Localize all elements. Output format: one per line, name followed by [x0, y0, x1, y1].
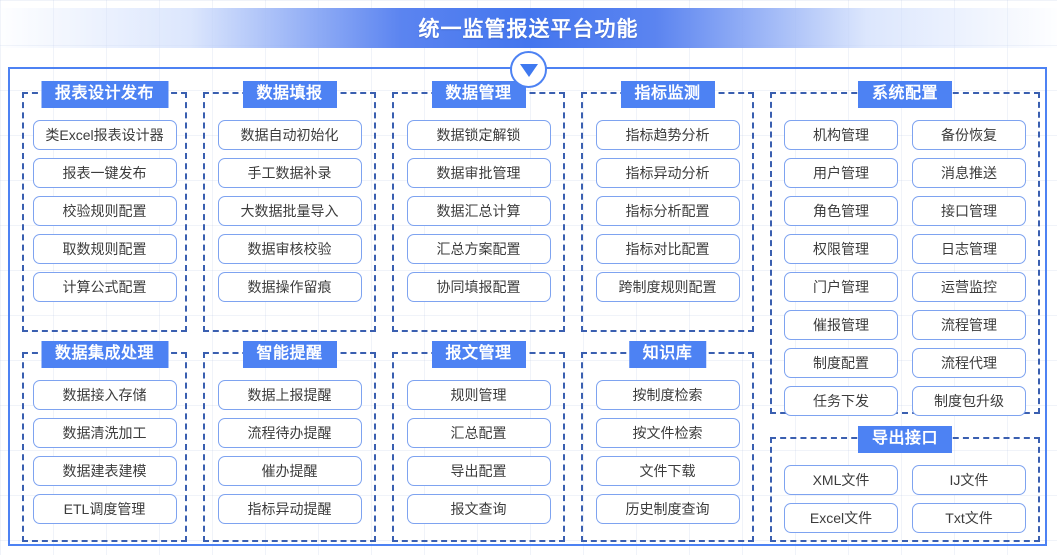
group-title: 数据填报 [242, 81, 337, 108]
group-title: 数据管理 [431, 81, 526, 108]
item-button[interactable]: 规则管理 [406, 380, 551, 410]
item-button[interactable]: 文件下载 [595, 456, 740, 486]
group-message-management: 报文管理 规则管理 汇总配置 导出配置 报文查询 [392, 341, 565, 542]
item-button[interactable]: 跨制度规则配置 [595, 272, 740, 302]
item-button[interactable]: 数据锁定解锁 [406, 120, 551, 150]
item-button[interactable]: 日志管理 [912, 234, 1026, 264]
item-button[interactable]: 取数规则配置 [32, 234, 177, 264]
group-data-management: 数据管理 数据锁定解锁 数据审批管理 数据汇总计算 汇总方案配置 协同填报配置 [392, 81, 565, 332]
item-button[interactable]: 权限管理 [784, 234, 898, 264]
item-button[interactable]: 类Excel报表设计器 [32, 120, 177, 150]
item-button[interactable]: 指标异动分析 [595, 158, 740, 188]
item-button[interactable]: 用户管理 [784, 158, 898, 188]
group-items: 规则管理 汇总配置 导出配置 报文查询 [394, 380, 563, 534]
group-items: 数据接入存储 数据清洗加工 数据建表建模 ETL调度管理 [24, 380, 185, 534]
item-button[interactable]: 数据上报提醒 [217, 380, 362, 410]
item-button[interactable]: 报文查询 [406, 494, 551, 524]
group-title: 知识库 [628, 341, 707, 368]
item-button[interactable]: 汇总方案配置 [406, 234, 551, 264]
group-data-filling: 数据填报 数据自动初始化 手工数据补录 大数据批量导入 数据审核校验 数据操作留… [203, 81, 376, 332]
item-button[interactable]: 数据接入存储 [32, 380, 177, 410]
item-button[interactable]: 导出配置 [406, 456, 551, 486]
item-button[interactable]: 制度配置 [784, 348, 898, 378]
item-button[interactable]: 汇总配置 [406, 418, 551, 448]
item-button[interactable]: 流程代理 [912, 348, 1026, 378]
group-title: 报文管理 [431, 341, 526, 368]
page-banner: 统一监管报送平台功能 [0, 8, 1057, 48]
item-button[interactable]: 数据操作留痕 [217, 272, 362, 302]
item-button[interactable]: 接口管理 [912, 196, 1026, 226]
item-button[interactable]: 指标对比配置 [595, 234, 740, 264]
item-button[interactable]: 角色管理 [784, 196, 898, 226]
chevron-down-icon[interactable] [510, 51, 547, 88]
group-items: 数据自动初始化 手工数据补录 大数据批量导入 数据审核校验 数据操作留痕 [205, 120, 374, 324]
group-title: 智能提醒 [242, 341, 337, 368]
item-button[interactable]: 流程管理 [912, 310, 1026, 340]
group-items: 机构管理 备份恢复 用户管理 消息推送 角色管理 接口管理 权限管理 日志管理 … [772, 120, 1038, 416]
page-title: 统一监管报送平台功能 [418, 18, 639, 41]
item-button[interactable]: 催办提醒 [217, 456, 362, 486]
item-button[interactable]: 运营监控 [912, 272, 1026, 302]
item-button[interactable]: ETL调度管理 [32, 494, 177, 524]
group-indicator-monitoring: 指标监测 指标趋势分析 指标异动分析 指标分析配置 指标对比配置 跨制度规则配置 [581, 81, 754, 332]
item-button[interactable]: 按制度检索 [595, 380, 740, 410]
group-knowledge-base: 知识库 按制度检索 按文件检索 文件下载 历史制度查询 [581, 341, 754, 542]
group-items: 类Excel报表设计器 报表一键发布 校验规则配置 取数规则配置 计算公式配置 [24, 120, 185, 324]
group-title: 系统配置 [857, 81, 953, 108]
item-button[interactable]: 制度包升级 [912, 386, 1026, 416]
item-button[interactable]: Excel文件 [784, 503, 898, 533]
item-button[interactable]: 指标趋势分析 [595, 120, 740, 150]
item-button[interactable]: IJ文件 [912, 465, 1026, 495]
item-button[interactable]: Txt文件 [912, 503, 1026, 533]
group-report-design-publish: 报表设计发布 类Excel报表设计器 报表一键发布 校验规则配置 取数规则配置 … [22, 81, 187, 332]
item-button[interactable]: 数据审核校验 [217, 234, 362, 264]
item-button[interactable]: 数据清洗加工 [32, 418, 177, 448]
item-button[interactable]: 消息推送 [912, 158, 1026, 188]
group-title: 报表设计发布 [40, 81, 169, 108]
item-button[interactable]: 备份恢复 [912, 120, 1026, 150]
item-button[interactable]: 报表一键发布 [32, 158, 177, 188]
item-button[interactable]: 指标分析配置 [595, 196, 740, 226]
item-button[interactable]: 校验规则配置 [32, 196, 177, 226]
item-button[interactable]: 指标异动提醒 [217, 494, 362, 524]
item-button[interactable]: 门户管理 [784, 272, 898, 302]
group-items: 按制度检索 按文件检索 文件下载 历史制度查询 [583, 380, 752, 534]
item-button[interactable]: XML文件 [784, 465, 898, 495]
chevron-down-triangle [519, 64, 538, 77]
item-button[interactable]: 催报管理 [784, 310, 898, 340]
item-button[interactable]: 协同填报配置 [406, 272, 551, 302]
item-button[interactable]: 计算公式配置 [32, 272, 177, 302]
group-items: 指标趋势分析 指标异动分析 指标分析配置 指标对比配置 跨制度规则配置 [583, 120, 752, 324]
group-export-interface: 导出接口 XML文件 IJ文件 Excel文件 Txt文件 [770, 426, 1040, 542]
group-items: XML文件 IJ文件 Excel文件 Txt文件 [772, 465, 1038, 534]
item-button[interactable]: 任务下发 [784, 386, 898, 416]
group-system-config: 系统配置 机构管理 备份恢复 用户管理 消息推送 角色管理 接口管理 权限管理 … [770, 81, 1040, 416]
item-button[interactable]: 数据汇总计算 [406, 196, 551, 226]
item-button[interactable]: 数据审批管理 [406, 158, 551, 188]
item-button[interactable]: 大数据批量导入 [217, 196, 362, 226]
group-items: 数据锁定解锁 数据审批管理 数据汇总计算 汇总方案配置 协同填报配置 [394, 120, 563, 324]
item-button[interactable]: 流程待办提醒 [217, 418, 362, 448]
group-items: 数据上报提醒 流程待办提醒 催办提醒 指标异动提醒 [205, 380, 374, 534]
group-data-integration: 数据集成处理 数据接入存储 数据清洗加工 数据建表建模 ETL调度管理 [22, 341, 187, 542]
group-title: 导出接口 [857, 426, 953, 453]
item-button[interactable]: 数据自动初始化 [217, 120, 362, 150]
item-button[interactable]: 手工数据补录 [217, 158, 362, 188]
item-button[interactable]: 机构管理 [784, 120, 898, 150]
group-title: 数据集成处理 [40, 341, 169, 368]
group-title: 指标监测 [620, 81, 715, 108]
item-button[interactable]: 历史制度查询 [595, 494, 740, 524]
item-button[interactable]: 数据建表建模 [32, 456, 177, 486]
item-button[interactable]: 按文件检索 [595, 418, 740, 448]
group-smart-reminder: 智能提醒 数据上报提醒 流程待办提醒 催办提醒 指标异动提醒 [203, 341, 376, 542]
